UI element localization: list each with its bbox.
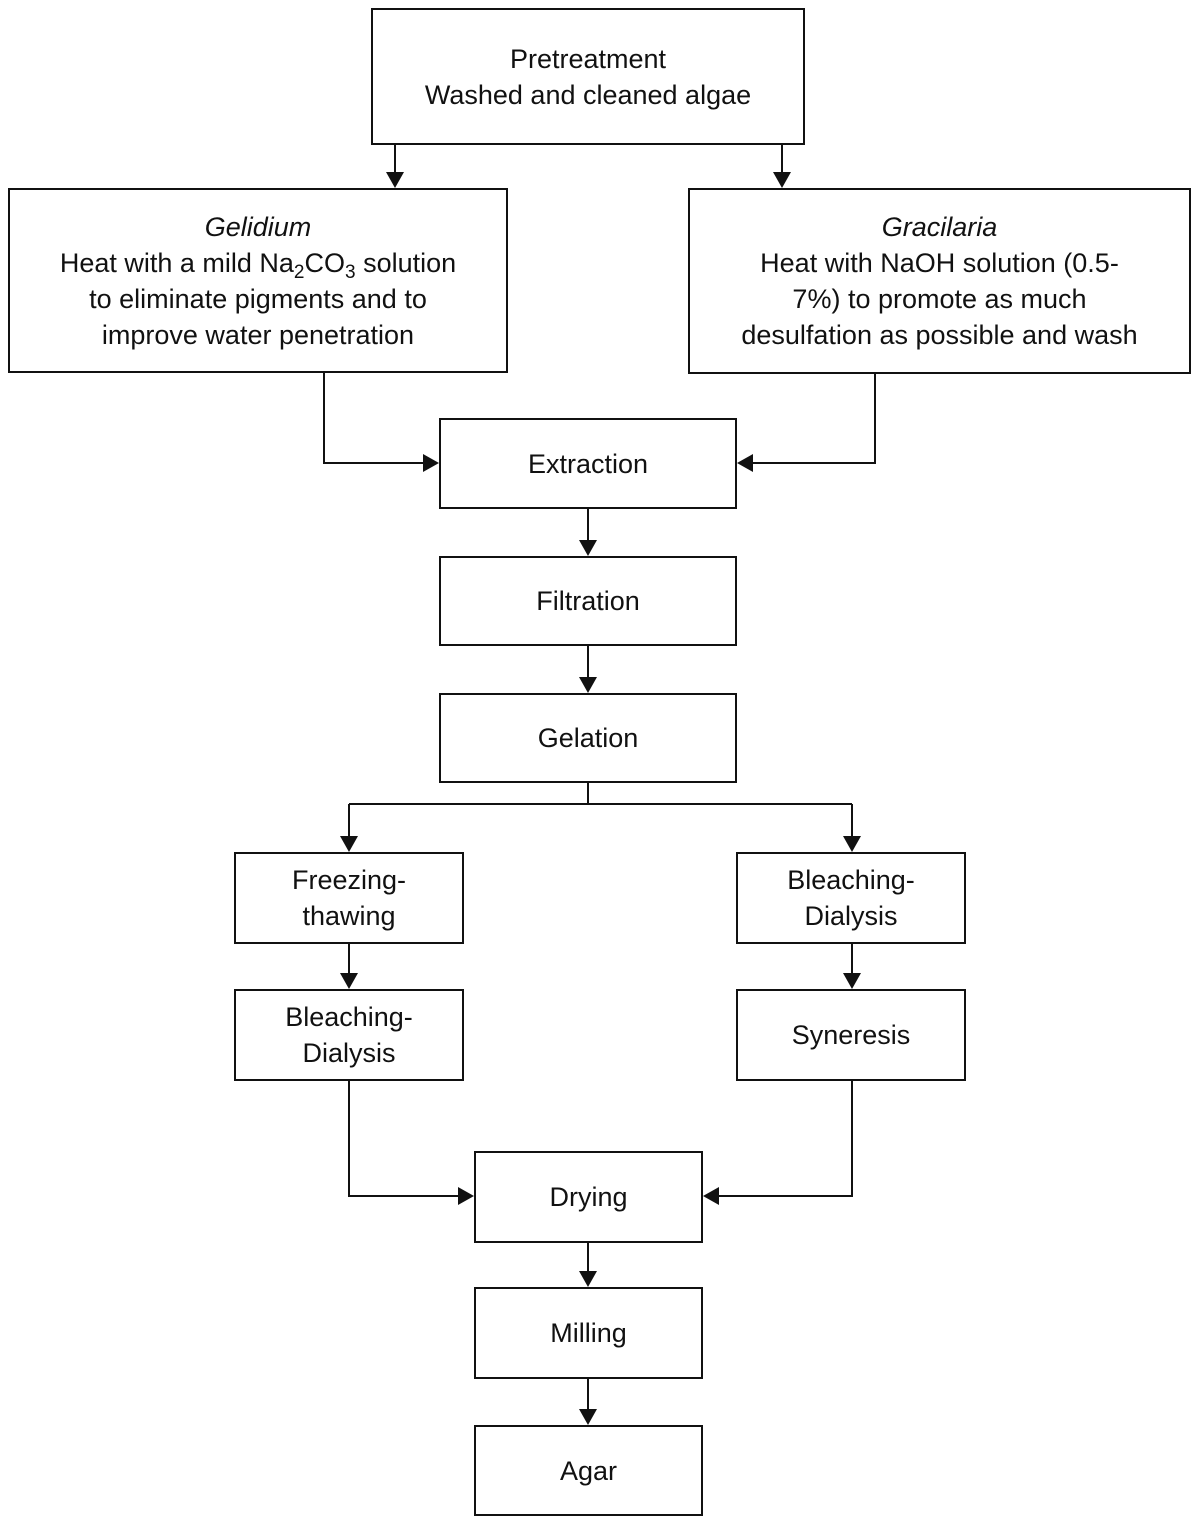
agar-label: Agar — [559, 1455, 618, 1486]
gelidium-subscript-2: 2 — [293, 261, 305, 283]
bleach-left-label-2: Dialysis — [302, 1038, 396, 1068]
arrow-gracilaria-to-extraction — [752, 374, 876, 464]
gelidium-title: Gelidium — [204, 211, 312, 242]
filtration-label: Filtration — [536, 586, 640, 616]
bleach-right-label-2: Dialysis — [804, 901, 898, 931]
gelidium-box: Gelidium Heat with a mild Na2CO3 solutio… — [8, 188, 508, 373]
gelidium-line-1-post: solution — [355, 247, 457, 278]
gelation-label: Gelation — [537, 723, 639, 753]
bleaching-dialysis-right-box: Bleaching- Dialysis — [736, 852, 966, 944]
arrowhead-extraction-right — [737, 454, 753, 472]
gracilaria-line-3: desulfation as possible and wash — [741, 320, 1138, 350]
bleaching-dialysis-left-box: Bleaching- Dialysis — [234, 989, 464, 1081]
gracilaria-line-1: Heat with NaOH solution (0.5- — [760, 248, 1119, 278]
gelidium-line-1-pre: Heat with a mild Na — [59, 247, 294, 278]
arrowhead-extraction-left — [423, 454, 439, 472]
gelidium-line-3: improve water penetration — [101, 319, 415, 350]
drying-box: Drying — [474, 1151, 703, 1243]
pretreatment-title: Pretreatment — [509, 43, 667, 74]
gracilaria-title: Gracilaria — [881, 212, 998, 242]
gelidium-line-1: Heat with a mild Na2CO3 solution — [59, 245, 457, 283]
arrow-bleaching-to-drying — [348, 1081, 459, 1197]
pretreatment-box: Pretreatment Washed and cleaned algae — [371, 8, 805, 145]
gracilaria-line-2: 7%) to promote as much — [792, 284, 1087, 314]
filtration-box: Filtration — [439, 556, 737, 646]
arrowhead-drying-right — [703, 1187, 719, 1205]
gelidium-line-1-mid: CO — [304, 247, 346, 278]
gelidium-subscript-3: 3 — [345, 261, 356, 283]
extraction-box: Extraction — [439, 418, 737, 509]
arrow-syneresis-to-drying — [718, 1081, 853, 1197]
agar-box: Agar — [474, 1425, 703, 1516]
extraction-label: Extraction — [527, 448, 649, 479]
bleach-left-label-1: Bleaching- — [285, 1002, 413, 1032]
arrowhead-filtration — [579, 540, 597, 556]
arrow-gelidium-to-extraction — [323, 373, 424, 464]
arrowhead-agar — [579, 1409, 597, 1425]
arrowhead-gelidium — [386, 172, 404, 188]
freezing-label-1: Freezing- — [291, 865, 407, 895]
drying-label: Drying — [549, 1182, 628, 1212]
gelation-box: Gelation — [439, 693, 737, 783]
syneresis-box: Syneresis — [736, 989, 966, 1081]
arrowhead-freezing — [340, 836, 358, 852]
arrowhead-bleach-right — [843, 836, 861, 852]
arrowhead-drying-left — [458, 1187, 474, 1205]
bleach-right-label-1: Bleaching- — [787, 865, 915, 895]
gelidium-line-2: to eliminate pigments and to — [89, 283, 427, 314]
arrowhead-syneresis — [843, 973, 861, 989]
milling-label: Milling — [550, 1318, 627, 1348]
milling-box: Milling — [474, 1287, 703, 1379]
freezing-thawing-box: Freezing- thawing — [234, 852, 464, 944]
arrowhead-gelation — [579, 677, 597, 693]
arrowhead-bleach-left — [340, 973, 358, 989]
gracilaria-box: Gracilaria Heat with NaOH solution (0.5-… — [688, 188, 1191, 374]
arrow-gelation-split — [348, 783, 853, 838]
pretreatment-description: Washed and cleaned algae — [424, 79, 752, 110]
arrowhead-gracilaria — [773, 172, 791, 188]
freezing-label-2: thawing — [302, 901, 396, 931]
arrowhead-milling — [579, 1271, 597, 1287]
syneresis-label: Syneresis — [791, 1020, 911, 1050]
